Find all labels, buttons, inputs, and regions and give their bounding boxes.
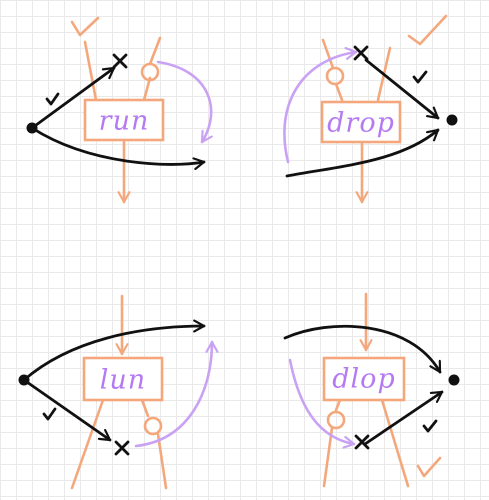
arrow-purple-curve bbox=[288, 358, 356, 449]
cross-mark bbox=[353, 45, 369, 61]
check-mark-orange bbox=[407, 14, 448, 46]
arrow-black-lower bbox=[30, 126, 206, 171]
cross-mark bbox=[354, 434, 370, 450]
panel-run: run bbox=[26, 16, 213, 204]
strand-orange-left bbox=[334, 398, 342, 412]
arrow-black-down-right bbox=[364, 58, 440, 120]
box-lun bbox=[82, 356, 164, 402]
strand-orange-left-lower bbox=[322, 426, 334, 488]
label-lun: lun bbox=[100, 365, 146, 396]
strand-orange-left bbox=[321, 38, 335, 70]
panel-drop: drop bbox=[283, 14, 458, 204]
arrow-black-up-right bbox=[363, 390, 444, 446]
check-mark-orange bbox=[70, 16, 100, 37]
check-mark-black bbox=[42, 407, 57, 421]
strand-orange-left bbox=[83, 40, 98, 102]
check-mark-black bbox=[45, 92, 60, 106]
strand-orange-left bbox=[70, 398, 105, 490]
panel-lun: lun bbox=[18, 294, 219, 490]
arrow-black-upper bbox=[283, 324, 442, 374]
strand-orange-left-lower bbox=[334, 82, 344, 102]
arrow-black-down bbox=[22, 378, 112, 442]
check-mark-black bbox=[412, 70, 428, 84]
box-run bbox=[83, 98, 165, 142]
orange-loop-circle bbox=[143, 416, 163, 436]
check-mark-orange bbox=[416, 456, 442, 478]
box-dlop bbox=[322, 356, 406, 402]
strand-orange-right-lower bbox=[142, 76, 152, 102]
strand-orange-right bbox=[380, 398, 410, 488]
arrow-black-up bbox=[30, 66, 116, 130]
orange-loop-circle bbox=[326, 410, 346, 430]
label-run: run bbox=[99, 106, 150, 137]
target-dot bbox=[446, 114, 458, 126]
target-dot bbox=[448, 374, 460, 386]
orange-loop-circle bbox=[325, 66, 345, 86]
panel-dlop: dlop bbox=[283, 292, 460, 488]
strand-orange-right bbox=[148, 36, 162, 66]
arrow-purple-curve bbox=[283, 46, 358, 164]
arrow-purple-curve bbox=[134, 340, 219, 448]
box-drop bbox=[320, 100, 402, 144]
strand-orange-right-lower bbox=[156, 432, 168, 490]
arrow-black-upper bbox=[22, 319, 206, 382]
label-drop: drop bbox=[327, 108, 395, 139]
cross-mark bbox=[114, 440, 130, 456]
check-mark-black bbox=[422, 419, 438, 433]
arrow-black-lower bbox=[285, 128, 440, 178]
arrow-purple-curve bbox=[156, 60, 213, 144]
cross-mark bbox=[112, 53, 128, 69]
orange-loop-circle bbox=[140, 62, 160, 82]
strand-orange-right bbox=[140, 398, 150, 418]
label-dlop: dlop bbox=[332, 364, 395, 395]
